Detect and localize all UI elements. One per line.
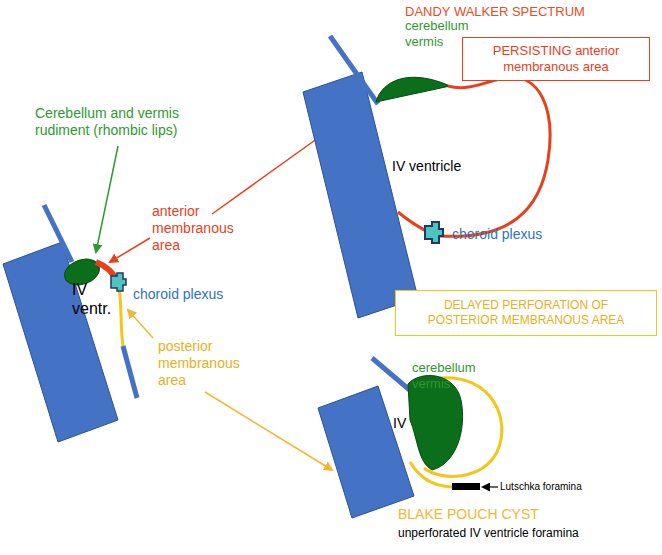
leader-arrow bbox=[110, 238, 150, 262]
annotation-label: Cerebellum and vermis rudiment (rhombic … bbox=[35, 105, 207, 139]
annotation-label: unperforated IV ventricle foramina bbox=[398, 526, 579, 540]
cyst-wall bbox=[410, 462, 452, 487]
annotation-label: cerebellum vermis bbox=[405, 18, 480, 49]
annotation-label: choroid plexus bbox=[452, 226, 542, 243]
note-box: PERSISTING anterior membranous area bbox=[462, 37, 650, 81]
choroid-plexus-symbol bbox=[425, 222, 443, 243]
brainstem-block bbox=[303, 72, 418, 318]
leader-arrow bbox=[483, 486, 498, 487]
annotation-label: IV bbox=[393, 415, 406, 432]
transition-arrow bbox=[205, 392, 332, 470]
neural-tube-line bbox=[330, 36, 378, 104]
annotation-label: Lutschka foramina bbox=[500, 481, 582, 493]
vermis-shape bbox=[376, 77, 450, 102]
note-box: DELAYED PERFORATION OF POSTERIOR MEMBRAN… bbox=[395, 290, 657, 336]
foramen-bar bbox=[452, 483, 480, 490]
annotation-label: cerebellum vermis bbox=[412, 360, 487, 391]
neural-tube-line bbox=[372, 358, 412, 392]
annotation-label: posterior membranous area bbox=[158, 338, 246, 388]
posterior-membrane bbox=[119, 289, 123, 346]
neural-tube-line bbox=[123, 346, 137, 398]
brainstem-block bbox=[318, 386, 414, 518]
annotation-label: choroid plexus bbox=[133, 286, 223, 303]
leader-arrow bbox=[128, 310, 153, 338]
neural-tube-line bbox=[44, 205, 72, 262]
box-text: PERSISTING anterior membranous area bbox=[481, 43, 631, 76]
ventricle-wall bbox=[440, 77, 550, 236]
annotation-label: IV ventr. bbox=[72, 280, 117, 318]
transition-arrow bbox=[212, 128, 332, 214]
choroid-plexus-symbol bbox=[111, 273, 126, 291]
annotation-label: BLAKE POUCH CYST bbox=[398, 506, 539, 523]
brainstem-block bbox=[3, 242, 118, 442]
box-text: DELAYED PERFORATION OF POSTERIOR MEMBRAN… bbox=[419, 298, 634, 328]
leader-arrow bbox=[96, 146, 118, 252]
annotation-label: IV ventricle bbox=[392, 158, 461, 175]
annotation-label: DANDY WALKER SPECTRUM bbox=[405, 4, 585, 20]
annotation-label: anterior membranous area bbox=[152, 203, 240, 253]
